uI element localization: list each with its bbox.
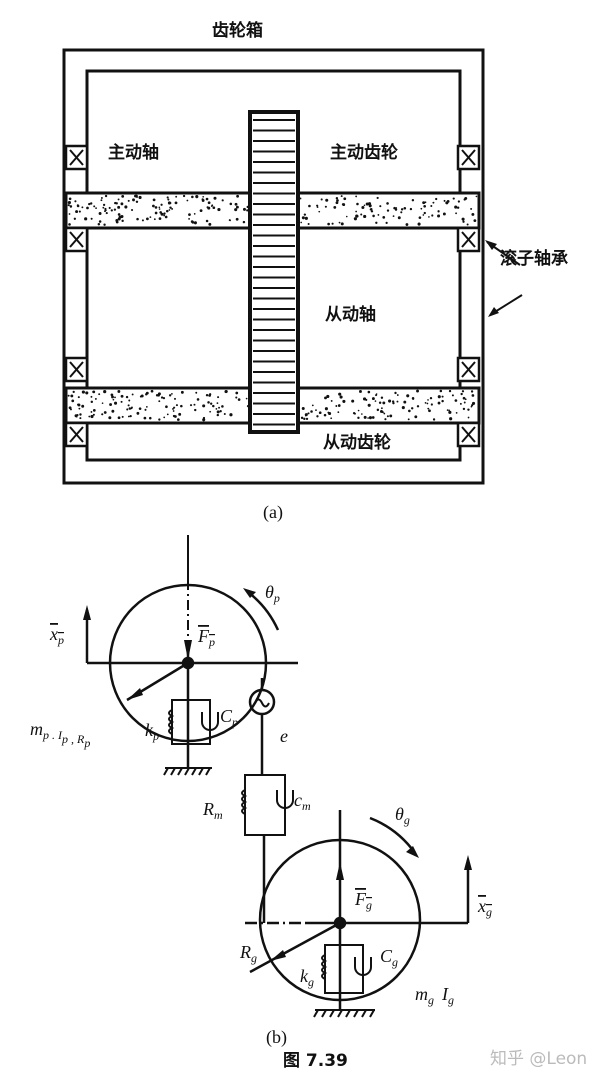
gearbox-outer-wall <box>62 48 485 485</box>
driven-gear-label: 从动齿轮 <box>323 432 391 453</box>
watermark: 知乎 @Leon <box>490 1049 587 1069</box>
driven-shaft-label: 从动轴 <box>325 304 376 325</box>
drive-shaft-label: 主动轴 <box>108 142 159 163</box>
caption-b: (b) <box>266 1027 287 1048</box>
e-label: e <box>280 726 288 746</box>
caption-a: (a) <box>263 502 283 523</box>
drive-gear-label: 主动齿轮 <box>330 142 398 163</box>
cg-label: Cg <box>380 946 398 969</box>
xp-arrow-icon <box>83 605 91 620</box>
xg-arrow-icon <box>464 855 472 870</box>
gearbox-figure <box>62 48 523 485</box>
roller-bearing-label: 滚子轴承 <box>500 248 568 269</box>
theta-p-label: θp <box>265 582 280 605</box>
gearbox-label: 齿轮箱 <box>212 20 263 41</box>
kp-label: kp <box>145 720 159 743</box>
driven-shaft <box>64 386 481 425</box>
gear <box>248 110 300 434</box>
force-arrow-fp <box>184 640 192 660</box>
force-arrow-fg <box>336 862 344 880</box>
rg-label: Rg <box>239 942 257 965</box>
cp-label: Cp <box>220 706 238 729</box>
cm-label: cm <box>294 790 311 813</box>
kg-label: kg <box>300 966 314 989</box>
theta-g-label: θg <box>395 804 410 827</box>
xp-label: xp <box>49 624 64 647</box>
ground-pinion <box>163 767 212 776</box>
fp-label: Fp <box>197 626 215 649</box>
fg-label: Fg <box>354 889 372 912</box>
dynamic-model-figure <box>83 535 472 1018</box>
rm-label: Rm <box>202 799 223 822</box>
roller-bearings <box>64 144 481 448</box>
gearbox-inner-wall <box>85 69 462 462</box>
figure-caption: 图 7.39 <box>283 1051 348 1071</box>
gear-radius <box>249 921 341 974</box>
xg-label: xg <box>477 896 492 919</box>
pinion-params-label: mp . Ip , Rp <box>30 719 90 750</box>
ground-gear <box>313 1009 375 1018</box>
